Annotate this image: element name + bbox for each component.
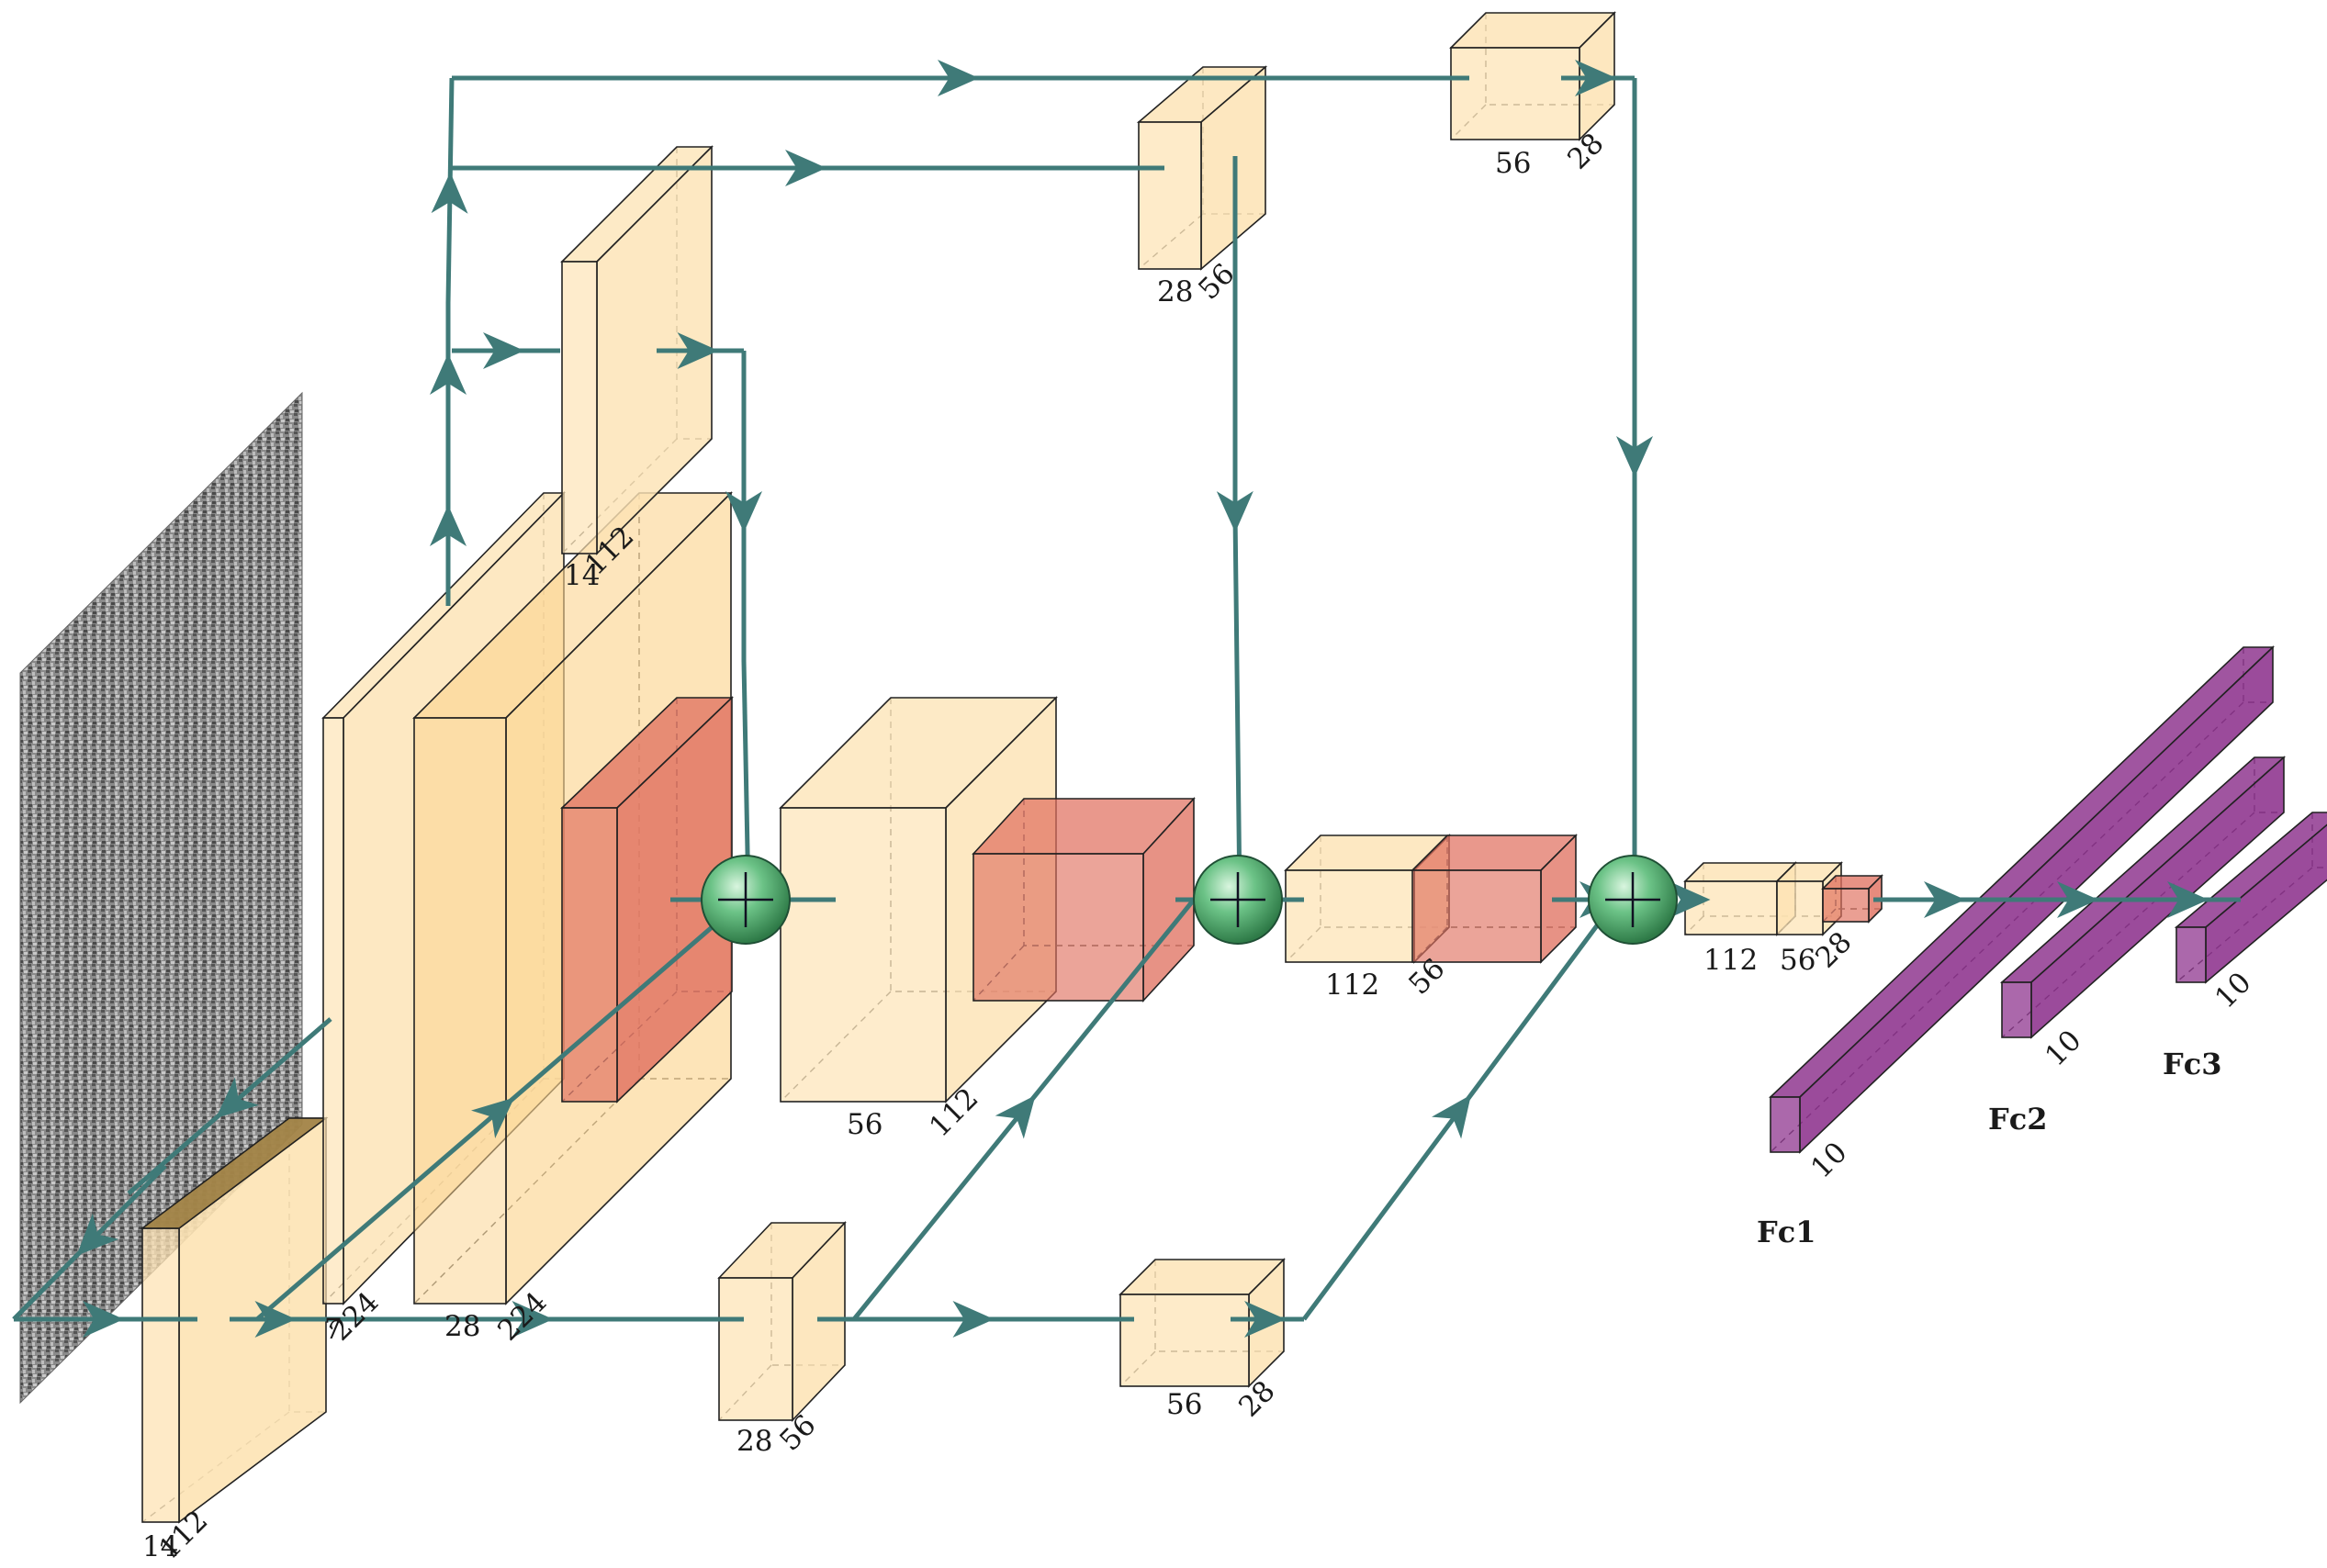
skip-bottom1-dim1: 28 (736, 1425, 772, 1458)
skip-top1-dim1: 28 (1157, 275, 1193, 308)
fc3-label: Fc3 (2163, 1047, 2221, 1081)
conv-small-dim1: 14 (142, 1530, 178, 1563)
conn-diag-sum1 (255, 898, 746, 1321)
sum-node-3 (1588, 855, 1678, 945)
skip-top2-dim1: 56 (1495, 147, 1531, 180)
sum-node-1 (701, 855, 791, 945)
fc2-label: Fc2 (1988, 1102, 2047, 1137)
skip-bottom1-block (717, 1220, 847, 1423)
stage2-dim1: 56 (847, 1108, 882, 1141)
skip-top1-block (1136, 65, 1268, 271)
stage4-pool-block (1821, 874, 1883, 924)
conn-input-diag (12, 1164, 167, 1321)
fc-labels: Fc1 Fc2 Fc3 (1757, 1047, 2221, 1249)
branch-top-dim1: 14 (564, 559, 600, 592)
skip-bottom2-block (1119, 1258, 1286, 1388)
sum-node-2 (1193, 855, 1283, 945)
pool3-block (1411, 834, 1578, 964)
stage4-dim1: 112 (1703, 944, 1758, 977)
conn-skip1-to-sum2 (852, 898, 1196, 1321)
conn-top1-down (1216, 156, 1253, 901)
pool2-block (972, 796, 1196, 1003)
fc1-label: Fc1 (1757, 1215, 1816, 1249)
stage4-dim2: 56 (1780, 944, 1816, 977)
branch-top-block (560, 145, 714, 555)
fc2-size: 10 (2039, 1024, 2087, 1072)
stage3-dim1: 112 (1325, 969, 1379, 1002)
conn-conv1-back (127, 1017, 332, 1195)
conn-skip2-to-sum3 (1301, 898, 1619, 1321)
skip-bottom2-dim1: 56 (1166, 1388, 1202, 1421)
conn-trunk-3 (431, 77, 468, 304)
conv2-dim1: 28 (444, 1310, 480, 1343)
fc1-size: 10 (1804, 1136, 1853, 1184)
conv1-dim1: 7 (324, 1313, 343, 1346)
dimension-labels: 14 112 7 224 28 224 14 112 28 56 56 28 5… (142, 127, 2258, 1565)
